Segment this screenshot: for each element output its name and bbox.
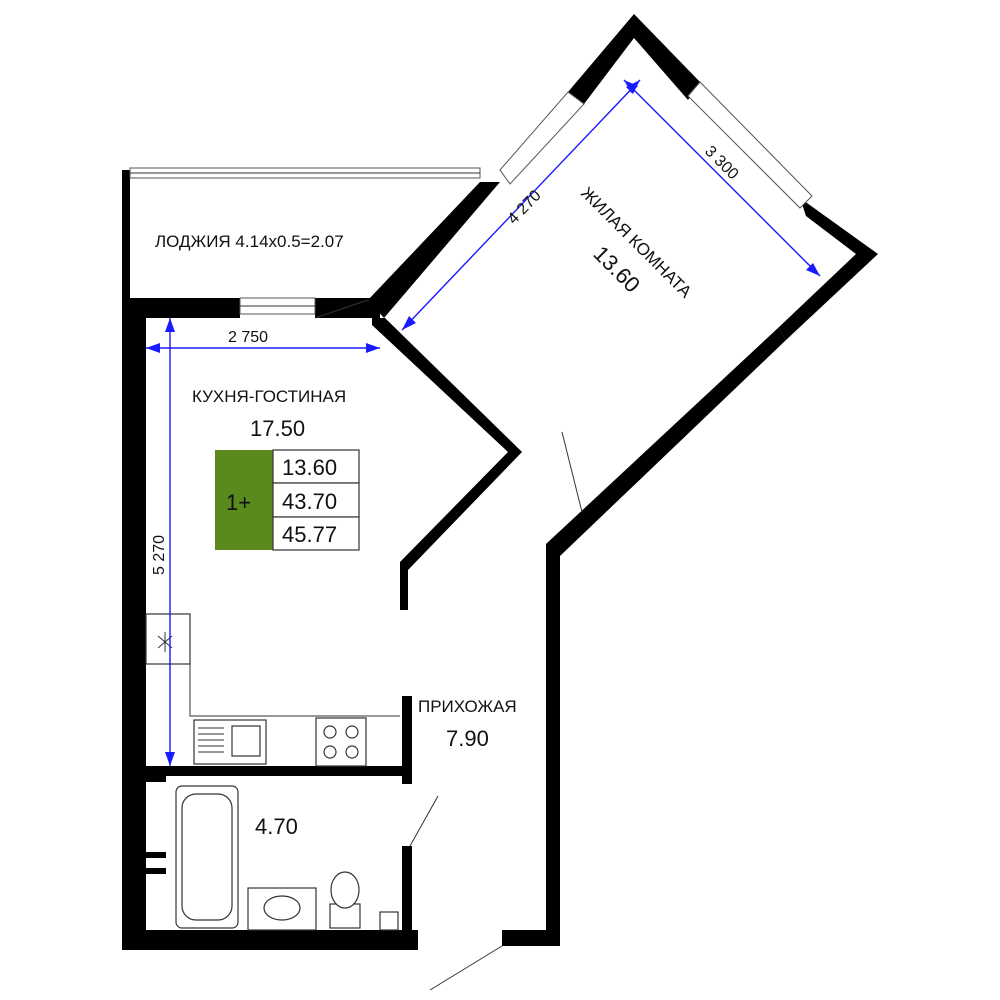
kitchen-top-wall-left: [122, 298, 240, 318]
entrance-door: [429, 945, 503, 991]
room-length-label: 4 270: [505, 187, 545, 228]
summary-cell-1: [272, 449, 360, 484]
bathtub-inner: [181, 793, 233, 921]
bath-right-wall-bottom: [402, 846, 412, 940]
bath-divider-3: [146, 868, 166, 874]
washbasin: [263, 895, 301, 921]
room-window-ne: [687, 81, 813, 209]
dim-room-width: [623, 79, 821, 277]
dim-kitchen-length-arrow-b: [165, 752, 175, 766]
burner-1: [323, 725, 337, 739]
total-area-value: 43.70: [282, 489, 337, 514]
room-window-nw: [499, 91, 585, 185]
room-ne-wall: [778, 198, 878, 340]
room-door: [561, 431, 583, 513]
room-nw-wall: [368, 182, 500, 318]
loggia-left-wall: [122, 170, 130, 298]
loggia-label: ЛОДЖИЯ 4.14х0.5=2.07: [155, 232, 344, 251]
entrance-wall: [502, 930, 560, 946]
bath-divider: [146, 776, 166, 782]
apartment-type-badge: [215, 450, 273, 550]
walls: [122, 14, 878, 950]
stove: [315, 717, 367, 767]
burner-2: [345, 725, 359, 739]
area-summary: 1+ 13.60 43.70 45.77: [215, 449, 360, 551]
kitchen-fixtures: [145, 613, 400, 767]
kitchen-area: 17.50: [250, 416, 305, 441]
hall-name: ПРИХОЖАЯ: [418, 697, 517, 716]
sink-basin: [231, 725, 261, 757]
room-nw-wall-upper: [568, 14, 700, 104]
loggia: [122, 167, 481, 298]
bath-fixtures: [175, 785, 399, 931]
living-area-value: 13.60: [282, 455, 337, 480]
kitchen-length-label: 5 270: [151, 535, 168, 575]
bottom-wall: [122, 930, 418, 950]
apartment-type: 1+: [226, 490, 251, 515]
bath-right-wall-top: [402, 696, 412, 784]
doors: [314, 299, 583, 991]
balcony-door: [314, 299, 369, 319]
bath-door: [409, 795, 439, 847]
drainer-icon: [198, 727, 224, 753]
dim-room-length-arrow-a: [402, 316, 416, 330]
bath-area: 4.70: [255, 814, 298, 839]
toilet-bowl: [330, 871, 360, 909]
dim-kitchen-width-arrow-r: [366, 343, 380, 353]
dim-kitchen-length-arrow-t: [165, 318, 175, 332]
total-with-loggia-value: 45.77: [282, 522, 337, 547]
riser: [379, 911, 399, 931]
dim-room-length: [401, 79, 641, 331]
bath-divider-2: [146, 852, 166, 858]
dimensions: [146, 79, 821, 766]
burner-3: [323, 745, 337, 759]
bath-top-wall: [146, 766, 412, 776]
dim-room-width-arrow-a: [624, 80, 638, 93]
windows: [239, 81, 813, 315]
dim-room-width-arrow-b: [806, 263, 820, 276]
hall-area: 7.90: [446, 726, 489, 751]
left-wall: [122, 298, 146, 950]
summary-cell-2: [272, 482, 360, 518]
burner-4: [345, 745, 359, 759]
kitchen-name: КУХНЯ-ГОСТИНАЯ: [192, 387, 346, 406]
right-wall: [546, 328, 786, 932]
kitchen-width-label: 2 750: [228, 329, 268, 346]
summary-cell-3: [272, 516, 360, 551]
dim-kitchen-width-arrow-l: [146, 343, 160, 353]
kitchen-room-partition: [372, 318, 522, 610]
